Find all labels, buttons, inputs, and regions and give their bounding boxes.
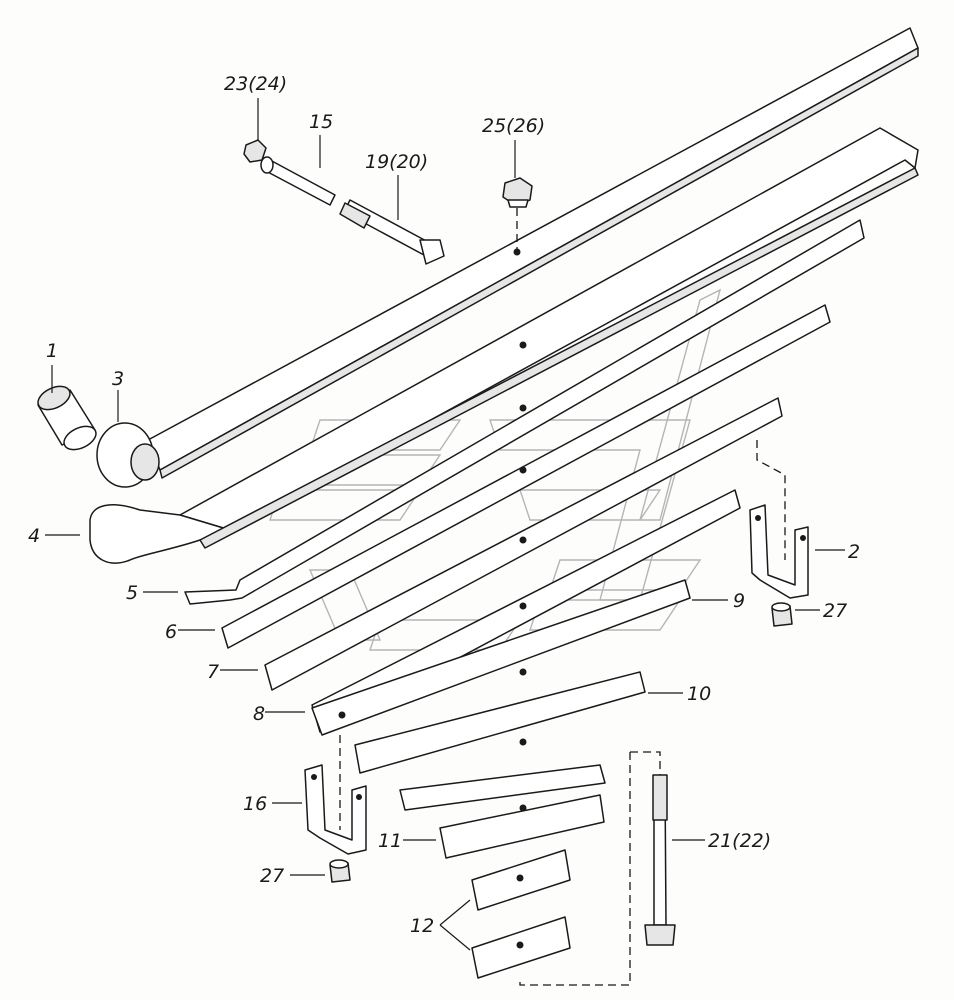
callout-21: 21(22) <box>708 830 771 852</box>
callout-16: 16 <box>243 793 267 815</box>
clamp-2 <box>749 504 809 599</box>
callout-6: 6 <box>165 621 177 643</box>
callout-10: 10 <box>687 683 711 705</box>
callout-27-left: 27 <box>260 865 284 887</box>
callout-2: 2 <box>848 541 860 563</box>
leaf-9 <box>311 579 691 736</box>
callout-11: 11 <box>378 830 402 852</box>
callout-5: 5 <box>126 582 138 604</box>
callout-25: 25(26) <box>482 115 545 137</box>
bushing-1 <box>37 385 97 451</box>
callout-8: 8 <box>253 703 265 725</box>
center-bolt-21 <box>644 774 676 946</box>
callout-4: 4 <box>28 525 40 547</box>
callout-3: 3 <box>112 368 124 390</box>
pin-15 <box>260 156 336 206</box>
leaf-5 <box>184 219 865 605</box>
second-leaf-wrapped-eye <box>89 127 919 564</box>
leaf-11 <box>399 738 606 859</box>
spacer-12 <box>471 849 571 979</box>
callout-7: 7 <box>207 661 219 683</box>
assembly-dash-lines <box>339 208 786 986</box>
callout-19: 19(20) <box>365 151 428 173</box>
callout-1: 1 <box>46 340 58 362</box>
callout-23: 23(24) <box>224 73 287 95</box>
callout-9: 9 <box>733 590 745 612</box>
nut-23 <box>243 139 267 163</box>
rivet-27-right <box>771 602 793 627</box>
nut-25 <box>502 177 533 208</box>
main-leaf-with-eye <box>96 27 919 488</box>
callout-15: 15 <box>309 111 333 133</box>
leaf-6 <box>221 304 831 649</box>
leaf-7 <box>264 397 783 691</box>
callout-12: 12 <box>410 915 434 937</box>
leader-lines <box>45 98 845 951</box>
clamp-16 <box>304 764 367 855</box>
bolt-19 <box>339 199 445 265</box>
callout-labels: 1 3 4 5 6 7 8 9 10 11 12 21(22) 16 2 27 … <box>28 73 860 937</box>
callout-27-right: 27 <box>823 600 847 622</box>
rivet-27-left <box>329 859 351 883</box>
leaf-10 <box>354 668 646 774</box>
